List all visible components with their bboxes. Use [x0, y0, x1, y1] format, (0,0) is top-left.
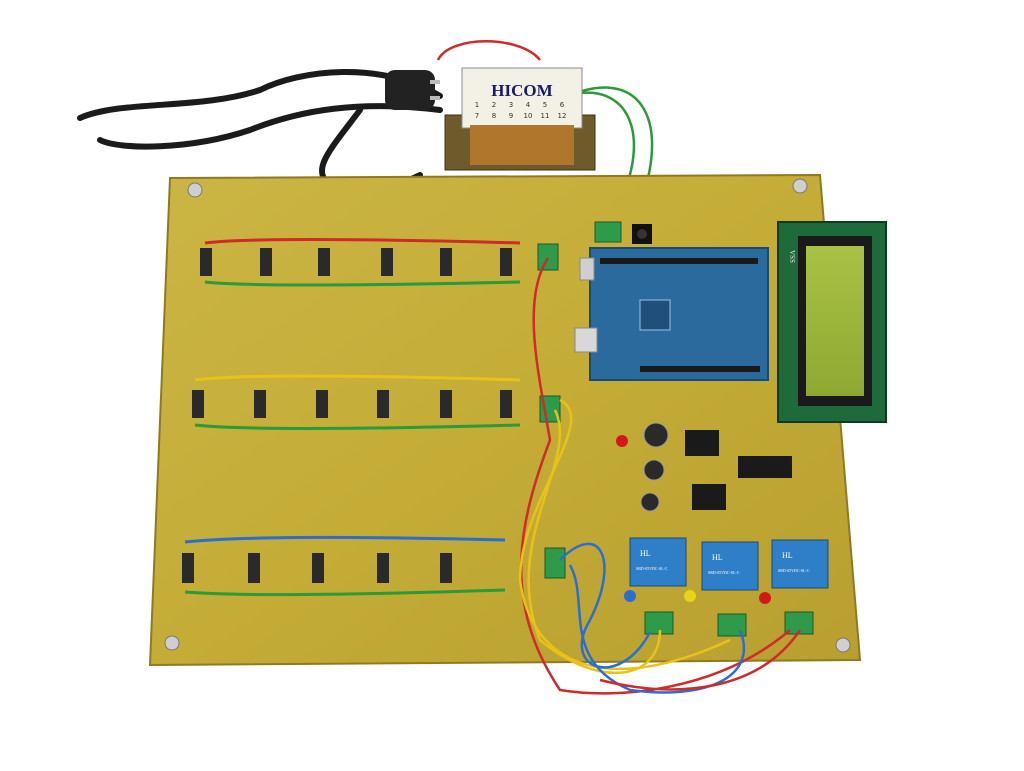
relay-2: HL SRD-05VDC-SL-C: [701, 541, 759, 591]
pin-8: 8: [492, 112, 496, 120]
relay-3-model: SRD-05VDC-SL-C: [778, 568, 810, 573]
pin-5: 5: [543, 101, 547, 109]
relay-1-model: SRD-05VDC-SL-C: [636, 566, 668, 571]
relay-2-model: SRD-05VDC-SL-C: [708, 570, 740, 575]
plug: [385, 70, 440, 110]
arduino-board: [574, 247, 769, 381]
pin-11: 11: [541, 112, 550, 120]
pin-10: 10: [524, 112, 533, 120]
relay-3-brand: HL: [782, 551, 793, 560]
pin-6: 6: [560, 101, 565, 109]
voltage-regulators: [685, 430, 726, 510]
reset-button: [632, 224, 652, 244]
transformer: HICOM 1 2 3 4 5 6 7 8 9 10 11 12: [444, 67, 596, 171]
pin-1: 1: [475, 101, 479, 109]
pin-7: 7: [475, 112, 479, 120]
relay-1: HL SRD-05VDC-SL-C: [629, 537, 687, 587]
relay-1-brand: HL: [640, 549, 651, 558]
loose-wires: [518, 257, 802, 695]
switch-row-yellow: [192, 374, 521, 430]
pin-9: 9: [509, 112, 513, 120]
relay-3: HL SRD-05VDC-SL-C: [771, 539, 829, 589]
switch-row-blue: [182, 535, 506, 597]
pin-12: 12: [558, 112, 567, 120]
ic-chip: [738, 456, 792, 478]
lcd-display: VSS: [777, 221, 887, 423]
standoffs: [164, 178, 851, 653]
switch-row-red: [200, 238, 521, 287]
pin-4: 4: [526, 101, 531, 109]
pin-3: 3: [509, 101, 513, 109]
lcd-label: VSS: [788, 250, 796, 263]
pin-2: 2: [492, 101, 496, 109]
leds: [616, 435, 771, 604]
transformer-brand: HICOM: [491, 81, 552, 100]
transformer-pins: 1 2 3 4 5 6 7 8 9 10 11 12: [475, 101, 567, 120]
capacitors: [640, 422, 669, 512]
relay-2-brand: HL: [712, 553, 723, 562]
